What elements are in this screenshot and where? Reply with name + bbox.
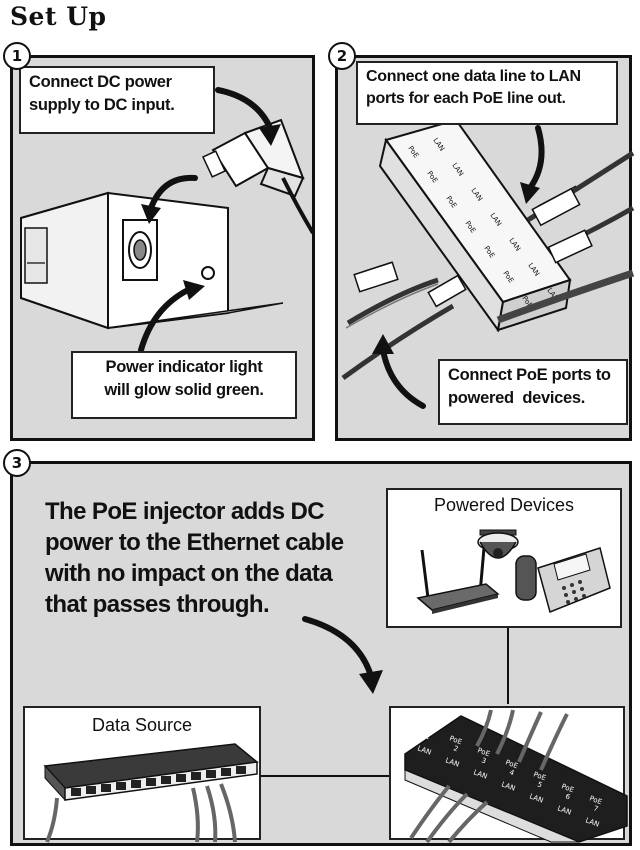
callout-line: supply to DC input. [29,94,205,117]
rj45-plug-icon [532,186,579,225]
lan-connect-callout: Connect one data line to LAN ports for e… [356,61,618,125]
switch-port [71,788,81,796]
switch-port [221,768,231,776]
description-line: that passes through. [45,589,344,620]
callout-line: Connect PoE ports to [448,364,618,387]
callout-line: ports for each PoE line out. [366,88,608,110]
arrow-icon [372,334,423,406]
switch-port [161,776,171,784]
callout-line: Connect DC power [29,71,205,94]
power-indicator-callout: Power indicator light will glow solid gr… [71,351,297,419]
callout-line: will glow solid green. [81,379,287,402]
switch-port [116,782,126,790]
step-3-panel: The PoE injector adds DC power to the Et… [10,461,632,846]
poe-injector-icon: PoE1LANPoE2LANPoE3LANPoE4LANPoE5LANPoE6L… [405,716,627,842]
switch-port [86,786,96,794]
step-1-panel: Connect DC power supply to DC input. Pow… [10,55,315,441]
step-number-3: 3 [3,449,31,477]
step-number-1: 1 [3,42,31,70]
step-number-2: 2 [328,42,356,70]
powered-devices-box: Powered Devices [386,488,622,628]
poe-description: The PoE injector adds DC power to the Et… [45,496,344,620]
switch-port [101,784,111,792]
switch-port [236,766,246,774]
description-line: power to the Ethernet cable [45,527,344,558]
arrow-icon [305,619,383,694]
switch-port [206,770,216,778]
switch-port [176,774,186,782]
arrow-icon [520,128,542,204]
rj45-plug-icon [548,230,591,262]
description-line: The PoE injector adds DC [45,496,344,527]
callout-line: Power indicator light [81,356,287,379]
rj45-plug-icon [354,262,398,292]
dc-power-callout: Connect DC power supply to DC input. [19,66,215,134]
page-title: Set Up [10,2,107,31]
callout-line: powered devices. [448,387,618,410]
data-source-box: Data Source [23,706,261,840]
callout-line: Connect one data line to LAN [366,66,608,88]
switch-port [131,780,141,788]
router-icon [418,548,498,614]
switch-port [191,772,201,780]
poe-connect-callout: Connect PoE ports to powered devices. [438,359,628,425]
switch-port [146,778,156,786]
description-line: with no impact on the data [45,558,344,589]
ip-phone-icon [516,548,610,612]
